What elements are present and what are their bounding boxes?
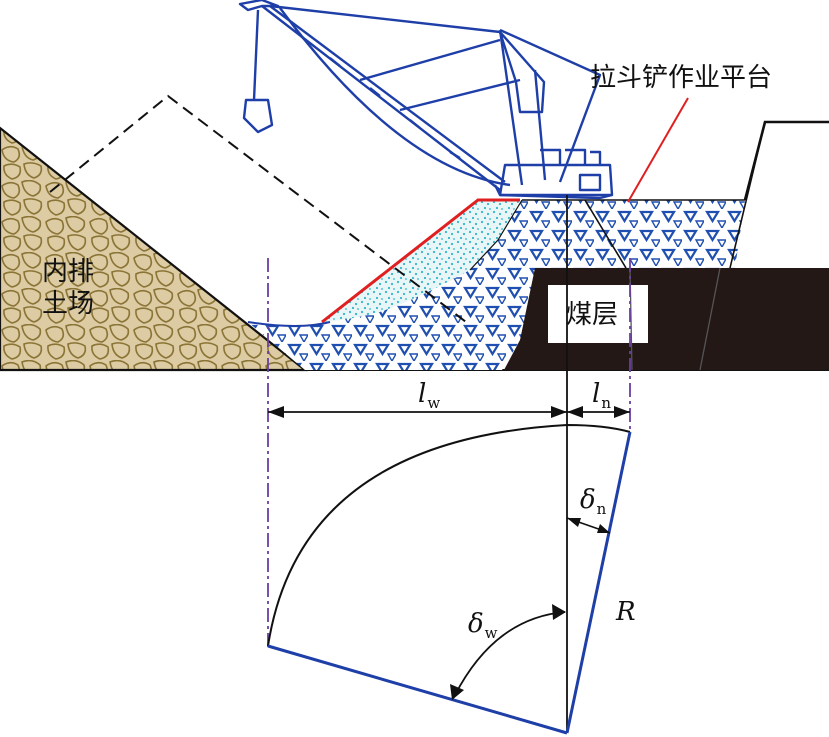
highwall xyxy=(743,120,829,201)
dim-arrow-right xyxy=(614,406,630,418)
delta-n-label: δn xyxy=(580,485,607,518)
platform-leader xyxy=(627,97,689,203)
swing-arc xyxy=(267,423,631,647)
overburden-upper xyxy=(585,200,745,268)
dim-arrow-left xyxy=(268,406,284,418)
highwall-face xyxy=(729,121,766,269)
platform-label: 拉斗铲作业平台 xyxy=(590,63,772,93)
dim-arrow-mid-right xyxy=(567,406,583,418)
internal-dump xyxy=(0,126,309,372)
coal-seam-label: 煤层 xyxy=(566,300,618,330)
delta-w-arrowhead-bottom xyxy=(450,684,464,700)
pit-bottom xyxy=(247,321,331,327)
lw-label: lw xyxy=(418,379,440,412)
delta-w-arrowhead-top xyxy=(552,604,566,620)
spoil-area xyxy=(322,200,520,322)
dump-label-line1: 内排 xyxy=(42,257,94,287)
delta-w-label: δw xyxy=(468,609,498,642)
previous-profile-dashed xyxy=(49,94,471,326)
delta-n-arrowhead-right xyxy=(597,524,610,533)
delta-w-arc xyxy=(454,611,566,696)
radius-label: R xyxy=(615,597,636,627)
slope-outline-left xyxy=(469,199,523,271)
dragline-machine xyxy=(238,0,614,200)
dim-arrow-mid-left xyxy=(551,406,567,418)
radius-line-left xyxy=(267,644,568,735)
ln-label: ln xyxy=(592,379,611,412)
spoil-slope-line xyxy=(321,198,520,324)
delta-n-arrowhead-left xyxy=(567,518,581,527)
dump-label-line2: 土场 xyxy=(42,289,94,319)
radius-line-right xyxy=(565,431,632,734)
slope-outline xyxy=(584,199,627,269)
